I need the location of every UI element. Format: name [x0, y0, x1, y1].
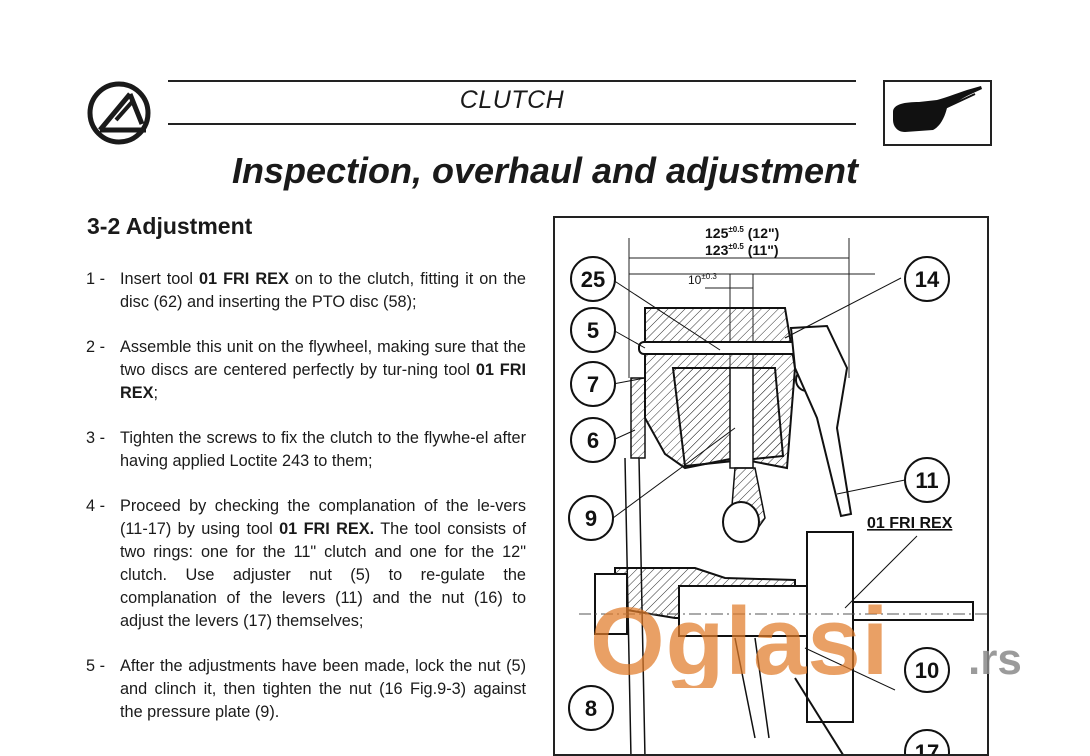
step-item: 1 - Insert tool 01 FRI REX on to the clu…	[86, 268, 526, 314]
page-title: Inspection, overhaul and adjustment	[231, 150, 859, 191]
watermark-text: Oglasi	[590, 588, 889, 688]
callout-5: 5	[570, 307, 616, 353]
section-subtitle: 3-2 Adjustment	[87, 213, 253, 239]
step-number: 3 -	[86, 429, 106, 447]
step-number: 2 -	[86, 338, 106, 356]
pointing-hand-icon	[893, 86, 982, 132]
step-item: 2 - Assemble this unit on the flywheel, …	[86, 336, 526, 405]
svg-text:17: 17	[915, 740, 939, 756]
section-title: CLUTCH	[459, 86, 565, 114]
svg-text:10: 10	[915, 658, 939, 683]
step-text: Tighten the screws to fix the clutch to …	[120, 429, 526, 470]
svg-text:8: 8	[585, 696, 597, 721]
dimension-label-10: 10±0.3	[688, 272, 717, 287]
callout-8: 8	[568, 685, 614, 731]
tool-label: 01 FRI REX	[867, 515, 953, 532]
tractor-brand-logo-icon	[87, 81, 151, 145]
svg-text:9: 9	[585, 506, 597, 531]
clutch-adjustment-figure: 125±0.5 (12") 123±0.5 (11") 10±0.3	[553, 216, 989, 756]
header-rule-bottom	[168, 123, 856, 125]
watermark-suffix: .rs	[968, 635, 1022, 684]
callout-11: 11	[904, 457, 950, 503]
dimension-label-123: 123±0.5 (11")	[705, 242, 779, 258]
header-rule-top	[168, 80, 856, 82]
step-number: 5 -	[86, 657, 106, 675]
callout-14: 14	[904, 256, 950, 302]
callout-7: 7	[570, 361, 616, 407]
step-item: 5 - After the adjustments have been made…	[86, 655, 526, 724]
callout-6: 6	[570, 417, 616, 463]
callout-10: 10	[904, 647, 950, 693]
step-number: 4 -	[86, 497, 106, 515]
svg-text:5: 5	[587, 318, 599, 343]
clutch-cross-section-drawing: 125±0.5 (12") 123±0.5 (11") 10±0.3	[568, 225, 987, 756]
watermark-logo: Oglasi .rs	[590, 588, 1022, 688]
step-text: After the adjustments have been made, lo…	[120, 657, 526, 721]
svg-text:7: 7	[587, 372, 599, 397]
svg-text:11: 11	[915, 468, 938, 493]
step-text: Proceed by checking the complanation of …	[120, 497, 526, 630]
svg-text:25: 25	[581, 267, 605, 292]
step-text: Insert tool 01 FRI REX on to the clutch,…	[120, 270, 526, 311]
dimension-label-125: 125±0.5 (12")	[705, 225, 779, 241]
callout-9: 9	[568, 495, 614, 541]
step-number: 1 -	[86, 270, 106, 288]
step-item: 4 - Proceed by checking the complanation…	[86, 495, 526, 633]
svg-text:6: 6	[587, 428, 599, 453]
step-text: Assemble this unit on the flywheel, maki…	[120, 338, 526, 402]
callout-25: 25	[570, 256, 616, 302]
hand-box	[883, 80, 992, 146]
svg-text:14: 14	[915, 267, 940, 292]
callout-17: 17	[904, 729, 950, 756]
step-list: 1 - Insert tool 01 FRI REX on to the clu…	[86, 268, 526, 746]
step-item: 3 - Tighten the screws to fix the clutch…	[86, 427, 526, 473]
